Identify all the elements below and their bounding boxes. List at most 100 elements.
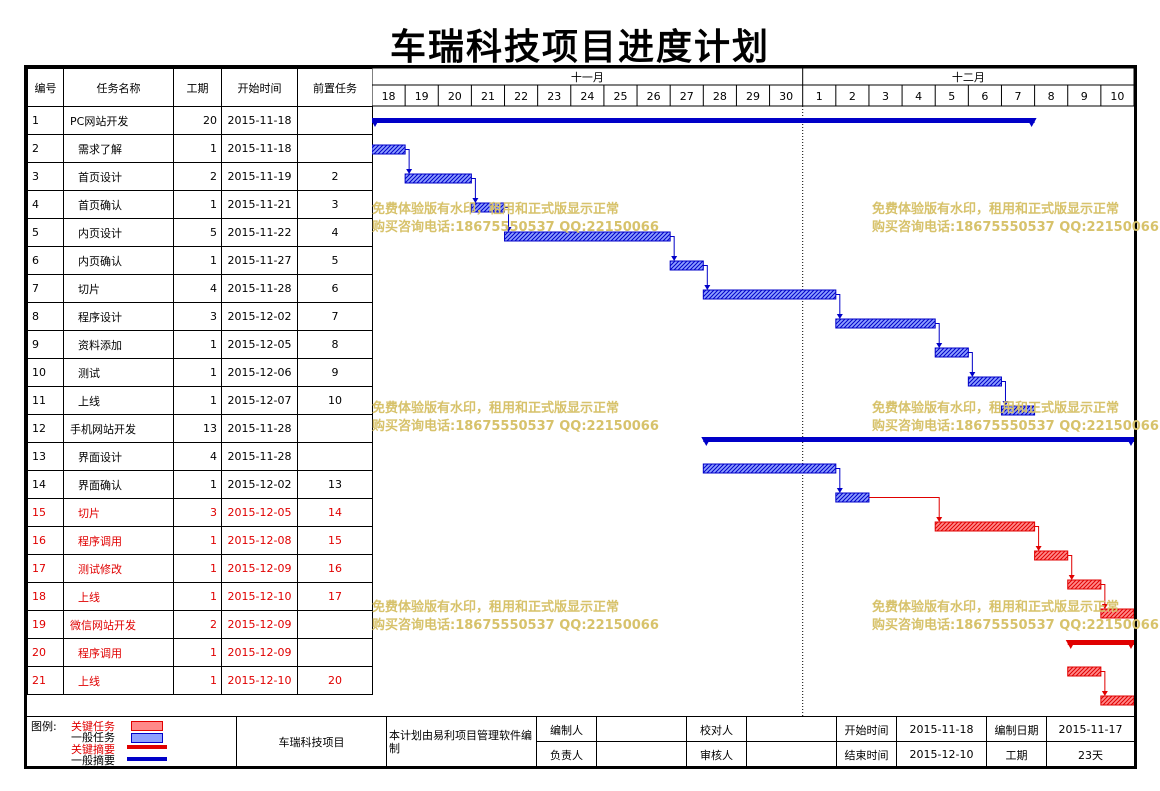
task-pred-cell[interactable]: 6 <box>297 274 373 303</box>
task-start-cell[interactable]: 2015-12-08 <box>221 526 298 555</box>
task-pred-cell[interactable]: 4 <box>297 218 373 247</box>
task-name-cell[interactable]: 程序设计 <box>63 302 174 331</box>
task-id-cell[interactable]: 11 <box>27 386 64 415</box>
task-pred-cell[interactable] <box>297 106 373 135</box>
task-name-cell[interactable]: 切片 <box>63 274 174 303</box>
task-bar[interactable] <box>934 521 1036 532</box>
task-start-cell[interactable]: 2015-11-18 <box>221 134 298 163</box>
col-header-duration[interactable]: 工期 <box>173 68 222 107</box>
task-start-cell[interactable]: 2015-12-09 <box>221 638 298 667</box>
task-pred-cell[interactable]: 17 <box>297 582 373 611</box>
task-id-cell[interactable]: 20 <box>27 638 64 667</box>
task-start-cell[interactable]: 2015-12-07 <box>221 386 298 415</box>
task-pred-cell[interactable]: 13 <box>297 470 373 499</box>
task-id-cell[interactable]: 8 <box>27 302 64 331</box>
task-duration-cell[interactable]: 1 <box>173 246 222 275</box>
task-id-cell[interactable]: 6 <box>27 246 64 275</box>
task-pred-cell[interactable]: 10 <box>297 386 373 415</box>
task-duration-cell[interactable]: 1 <box>173 190 222 219</box>
task-id-cell[interactable]: 1 <box>27 106 64 135</box>
footer-owner-value[interactable] <box>596 742 686 767</box>
task-duration-cell[interactable]: 4 <box>173 274 222 303</box>
task-name-cell[interactable]: 测试 <box>63 358 174 387</box>
task-bar[interactable] <box>835 318 936 329</box>
task-start-cell[interactable]: 2015-12-10 <box>221 666 298 695</box>
task-bar[interactable] <box>967 376 1002 387</box>
task-pred-cell[interactable] <box>297 638 373 667</box>
task-duration-cell[interactable]: 3 <box>173 302 222 331</box>
task-bar[interactable] <box>669 260 704 271</box>
task-pred-cell[interactable]: 20 <box>297 666 373 695</box>
task-start-cell[interactable]: 2015-11-21 <box>221 190 298 219</box>
task-bar[interactable] <box>835 492 870 503</box>
task-pred-cell[interactable] <box>297 414 373 443</box>
task-bar[interactable] <box>1100 608 1134 619</box>
task-duration-cell[interactable]: 1 <box>173 554 222 583</box>
task-pred-cell[interactable]: 8 <box>297 330 373 359</box>
task-pred-cell[interactable]: 3 <box>297 190 373 219</box>
task-id-cell[interactable]: 3 <box>27 162 64 191</box>
task-start-cell[interactable]: 2015-11-28 <box>221 414 298 443</box>
task-id-cell[interactable]: 21 <box>27 666 64 695</box>
task-bar[interactable] <box>1100 695 1134 706</box>
task-id-cell[interactable]: 18 <box>27 582 64 611</box>
task-name-cell[interactable]: 测试修改 <box>63 554 174 583</box>
task-name-cell[interactable]: 手机网站开发 <box>63 414 174 443</box>
task-name-cell[interactable]: 需求了解 <box>63 134 174 163</box>
task-pred-cell[interactable] <box>297 134 373 163</box>
task-bar[interactable] <box>1067 579 1102 590</box>
task-id-cell[interactable]: 7 <box>27 274 64 303</box>
task-id-cell[interactable]: 15 <box>27 498 64 527</box>
task-pred-cell[interactable]: 14 <box>297 498 373 527</box>
task-id-cell[interactable]: 5 <box>27 218 64 247</box>
task-name-cell[interactable]: 上线 <box>63 386 174 415</box>
task-duration-cell[interactable]: 1 <box>173 470 222 499</box>
col-header-name[interactable]: 任务名称 <box>63 68 174 107</box>
task-name-cell[interactable]: 内页确认 <box>63 246 174 275</box>
task-start-cell[interactable]: 2015-12-02 <box>221 470 298 499</box>
task-duration-cell[interactable]: 2 <box>173 610 222 639</box>
task-bar[interactable] <box>404 173 472 184</box>
task-duration-cell[interactable]: 4 <box>173 442 222 471</box>
task-name-cell[interactable]: 上线 <box>63 666 174 695</box>
task-bar[interactable] <box>470 202 506 213</box>
task-duration-cell[interactable]: 1 <box>173 358 222 387</box>
task-id-cell[interactable]: 13 <box>27 442 64 471</box>
task-bar[interactable] <box>1000 405 1036 416</box>
task-id-cell[interactable]: 9 <box>27 330 64 359</box>
task-start-cell[interactable]: 2015-12-05 <box>221 330 298 359</box>
task-id-cell[interactable]: 2 <box>27 134 64 163</box>
task-pred-cell[interactable]: 15 <box>297 526 373 555</box>
col-header-start[interactable]: 开始时间 <box>221 68 298 107</box>
task-duration-cell[interactable]: 3 <box>173 498 222 527</box>
task-id-cell[interactable]: 16 <box>27 526 64 555</box>
task-name-cell[interactable]: 程序调用 <box>63 526 174 555</box>
task-name-cell[interactable]: 切片 <box>63 498 174 527</box>
task-bar[interactable] <box>702 289 837 300</box>
task-start-cell[interactable]: 2015-11-22 <box>221 218 298 247</box>
footer-auditor-value[interactable] <box>746 742 836 767</box>
task-pred-cell[interactable]: 16 <box>297 554 373 583</box>
task-start-cell[interactable]: 2015-12-02 <box>221 302 298 331</box>
summary-bar[interactable] <box>372 118 1035 123</box>
task-start-cell[interactable]: 2015-12-06 <box>221 358 298 387</box>
task-duration-cell[interactable]: 1 <box>173 330 222 359</box>
task-bar[interactable] <box>934 347 969 358</box>
col-header-pred[interactable]: 前置任务 <box>297 68 373 107</box>
task-bar[interactable] <box>372 144 406 155</box>
